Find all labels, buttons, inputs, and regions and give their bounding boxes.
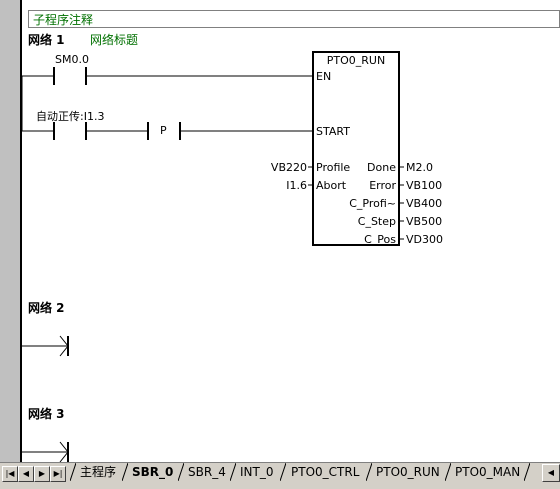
tab-sbr-4[interactable]: SBR_4	[188, 465, 226, 479]
operand-abort[interactable]: I1.6	[286, 179, 307, 192]
ladder-editor-area[interactable]	[22, 0, 560, 462]
pin-c-pos: C_Pos	[364, 233, 396, 246]
tab-sbr-0[interactable]: SBR_0	[132, 465, 174, 479]
tab-pto0-ctrl[interactable]: PTO0_CTRL	[291, 465, 360, 479]
positive-edge-p[interactable]	[147, 122, 313, 140]
contact-sm0-0-address: SM0.0	[55, 53, 89, 66]
tab-pto0-man[interactable]: PTO0_MAN	[455, 465, 521, 479]
network-3-rung-end[interactable]	[22, 441, 69, 462]
tab-main[interactable]: 主程序	[80, 465, 117, 479]
pin-c-profile: C_Profi~	[349, 197, 396, 210]
program-tab-bar: |◀ ◀ ▶ ▶| 主程序 SBR_0 SBR_4 INT_0 PTO0_CTR…	[0, 462, 560, 489]
pin-en: EN	[316, 70, 332, 83]
subroutine-comment: 子程序注释	[33, 13, 94, 27]
prev-tab-icon[interactable]: ◀	[18, 466, 34, 482]
operand-c-profile[interactable]: VB400	[406, 197, 443, 210]
network-3-label[interactable]: 网络 3	[28, 407, 65, 421]
subroutine-comment-box[interactable]: 子程序注释	[28, 10, 560, 28]
network-2-rung-end[interactable]	[22, 335, 69, 357]
contact-sm0-0[interactable]	[22, 67, 313, 85]
tab-int-0[interactable]: INT_0	[240, 465, 274, 479]
contact-auto-forward-address: 自动正传:I1.3	[36, 110, 105, 123]
tab-pto0-run[interactable]: PTO0_RUN	[376, 465, 440, 479]
network-2-label[interactable]: 网络 2	[28, 301, 65, 315]
ladder-diagram	[21, 51, 404, 462]
function-block-pto0-run[interactable]	[312, 51, 400, 246]
operand-done[interactable]: M2.0	[406, 161, 433, 174]
next-tab-icon[interactable]: ▶	[34, 466, 50, 482]
tab-scroll-right-icon[interactable]: ◀	[542, 464, 560, 482]
pin-error: Error	[369, 179, 396, 192]
left-power-rail	[20, 0, 22, 462]
pin-start: START	[316, 125, 350, 138]
network-1-label[interactable]: 网络 1	[28, 33, 65, 47]
function-block-title: PTO0_RUN	[326, 54, 386, 67]
contact-auto-forward[interactable]	[22, 122, 148, 140]
positive-edge-label: P	[160, 124, 167, 137]
pin-c-step: C_Step	[357, 215, 396, 228]
operand-error[interactable]: VB100	[406, 179, 443, 192]
pin-done: Done	[367, 161, 396, 174]
pin-abort: Abort	[316, 179, 347, 192]
operand-c-step[interactable]: VB500	[406, 215, 443, 228]
first-tab-icon[interactable]: |◀	[2, 466, 18, 482]
operand-profile[interactable]: VB220	[270, 161, 307, 174]
pin-profile: Profile	[316, 161, 351, 174]
network-1-title[interactable]: 网络标题	[90, 33, 139, 47]
last-tab-icon[interactable]: ▶|	[50, 466, 66, 482]
operand-c-pos[interactable]: VD300	[406, 233, 443, 246]
